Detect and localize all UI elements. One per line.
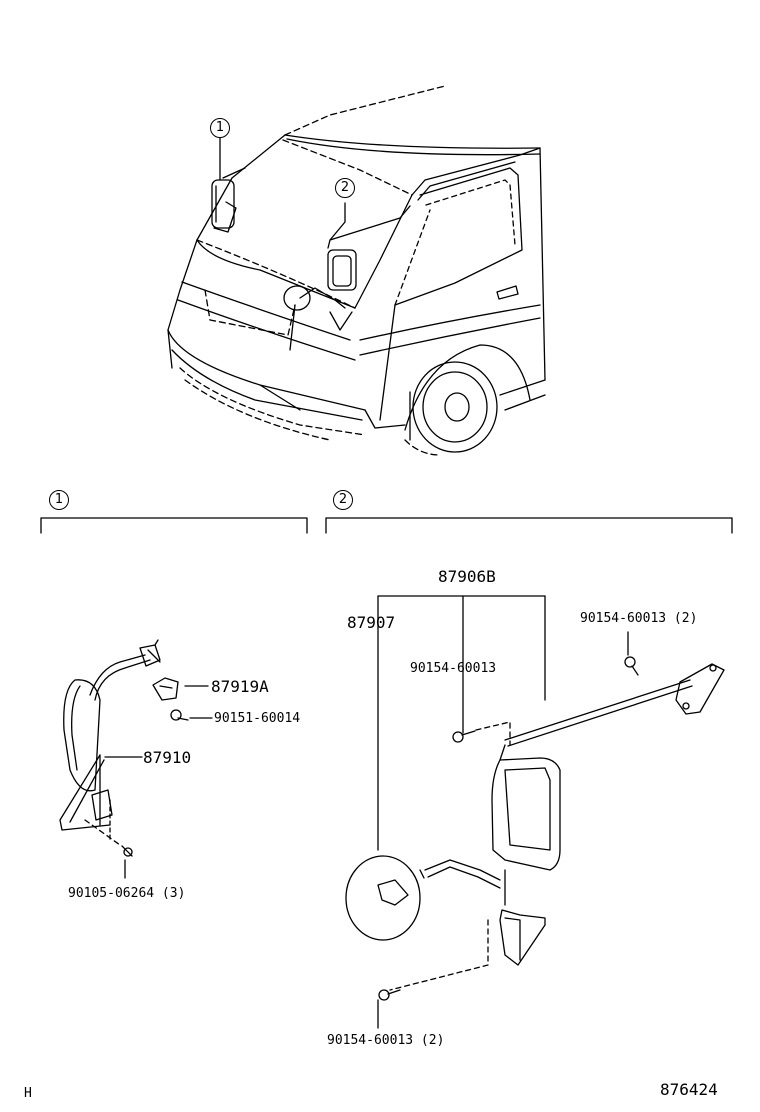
part-90154-60013-bottom: 90154-60013 (2) bbox=[327, 1033, 445, 1048]
part-90154-60013-top: 90154-60013 (2) bbox=[580, 611, 698, 626]
callout-2-label: 2 bbox=[340, 180, 350, 195]
part-87907: 87907 bbox=[347, 613, 396, 632]
part-90105-06264: 90105-06264 (3) bbox=[68, 886, 186, 901]
section-marker-1-label: 1 bbox=[54, 492, 64, 507]
section-marker-1: 1 bbox=[49, 490, 69, 510]
part-87906B: 87906B bbox=[438, 567, 496, 586]
section-bracket-right bbox=[325, 517, 733, 534]
callout-2: 2 bbox=[335, 178, 355, 198]
mirror-assembly-left bbox=[59, 639, 189, 879]
section-marker-2: 2 bbox=[333, 490, 353, 510]
part-87910: 87910 bbox=[143, 748, 192, 767]
part-90154-60013-mid: 90154-60013 bbox=[410, 661, 497, 676]
diagram-number: 876424 bbox=[660, 1080, 718, 1099]
van-illustration bbox=[167, 85, 546, 456]
part-90151-60014: 90151-60014 bbox=[214, 711, 301, 726]
callout-1-label: 1 bbox=[215, 120, 225, 135]
footer-code: H bbox=[24, 1086, 32, 1101]
section-bracket-left bbox=[40, 517, 308, 534]
callout-1: 1 bbox=[210, 118, 230, 138]
mirror-assembly-right bbox=[345, 595, 725, 1029]
part-87919A: 87919A bbox=[211, 677, 269, 696]
section-marker-2-label: 2 bbox=[338, 492, 348, 507]
leader-lines bbox=[104, 685, 213, 758]
